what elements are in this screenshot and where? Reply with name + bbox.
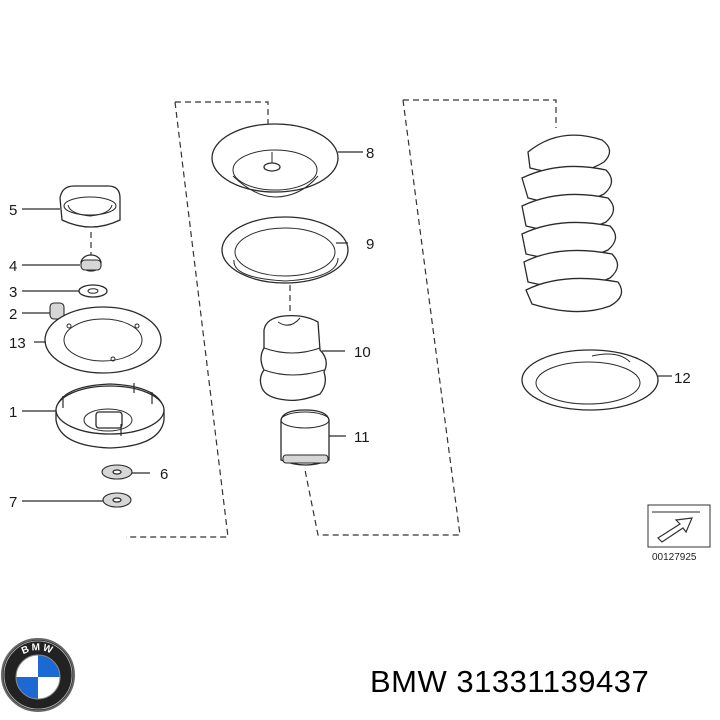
part-9-rubber-seat (221, 216, 349, 284)
part-5-cap (59, 185, 121, 228)
svg-text:BMW: BMW (20, 642, 56, 657)
logo-brand-text: BMW (20, 642, 54, 657)
part-13-gasket (44, 306, 162, 374)
callout-12: 12 (674, 370, 691, 387)
callout-8: 8 (366, 145, 374, 162)
part-11-dust-cap (280, 409, 330, 466)
callout-5: 5 (9, 202, 17, 219)
callout-2: 2 (9, 306, 17, 323)
part-6-washer (101, 464, 133, 480)
part-12-spring-pad (521, 349, 659, 411)
part-10-bump-stop (259, 314, 327, 402)
callout-9: 9 (366, 236, 374, 253)
part-2-nut (49, 302, 65, 320)
part-number-caption: BMW 31331139437 (370, 664, 650, 699)
part-4-bushing (80, 254, 102, 272)
callout-13: 13 (9, 335, 26, 352)
part-8-spring-seat (211, 123, 339, 198)
reference-code-box: 00127925 (647, 504, 711, 563)
group-frame-mid (403, 99, 557, 128)
coil-spring (521, 134, 623, 313)
callout-6: 6 (160, 466, 168, 483)
bmw-logo: BMW (1, 638, 75, 712)
part-1-strut-mount (55, 383, 165, 449)
callout-1: 1 (9, 404, 17, 421)
callout-3: 3 (9, 284, 17, 301)
group-frame-mid-side (304, 99, 461, 536)
callout-11: 11 (354, 429, 370, 446)
part-7-washer (102, 492, 132, 508)
callout-10: 10 (354, 344, 371, 361)
group-frame-left (175, 101, 269, 125)
callout-4: 4 (9, 258, 17, 275)
part-3-washer (78, 284, 108, 298)
reference-code: 00127925 (652, 552, 697, 563)
callout-7: 7 (9, 494, 17, 511)
